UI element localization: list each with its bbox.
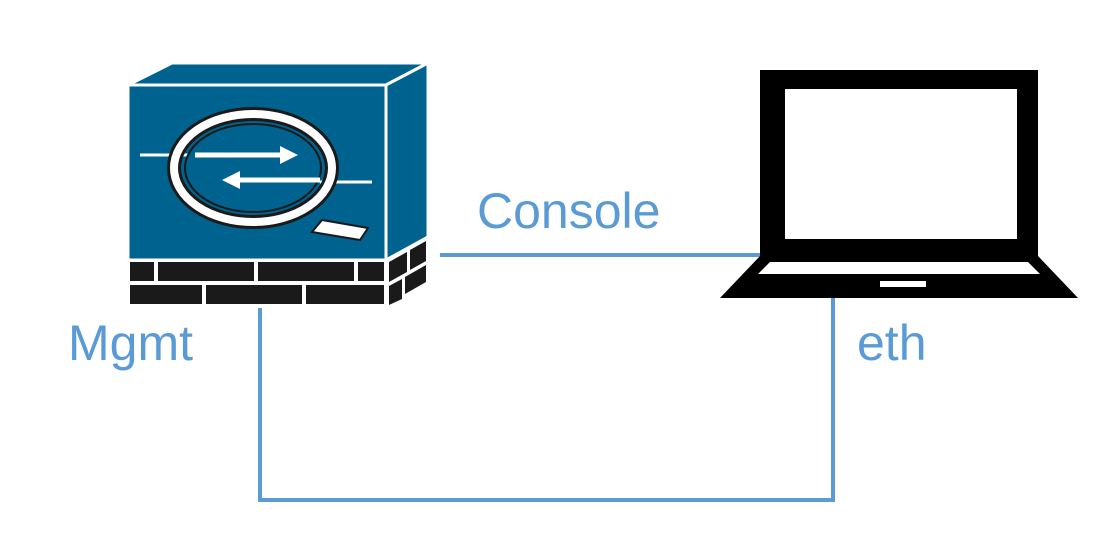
firewall-icon xyxy=(126,60,430,306)
eth-label: eth xyxy=(857,315,927,371)
mgmt-label: Mgmt xyxy=(68,315,193,371)
laptop-icon xyxy=(720,70,1078,298)
mgmt-eth-link xyxy=(258,295,835,502)
console-label: Console xyxy=(477,183,660,239)
